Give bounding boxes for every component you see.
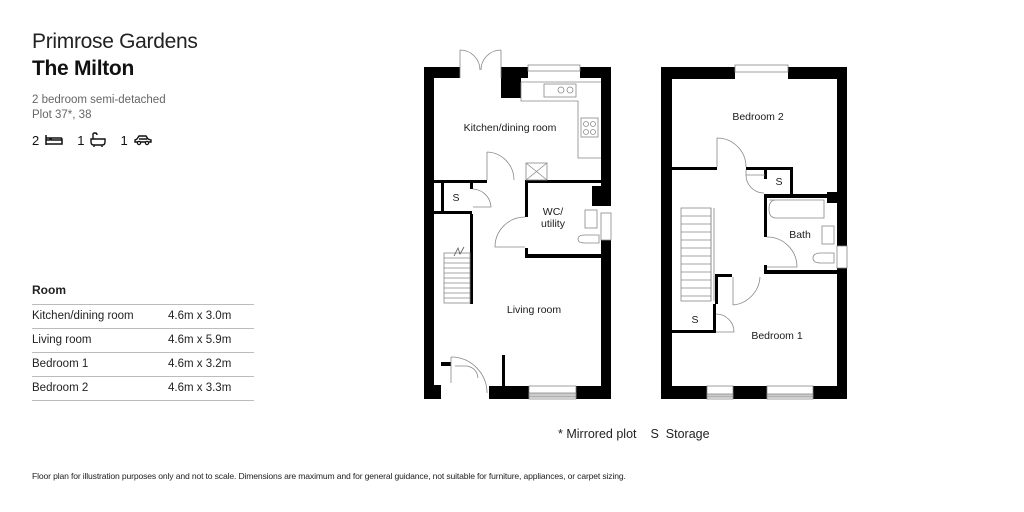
wc-label-line1: WC/ xyxy=(543,206,563,218)
bedroom2-door xyxy=(716,137,747,168)
room-dimensions: 4.6m x 3.0m xyxy=(168,310,232,322)
bathrooms-spec: 1 xyxy=(77,132,107,148)
storage-door-bottom xyxy=(715,313,735,333)
bath-icon xyxy=(90,132,107,148)
worktop xyxy=(520,81,601,159)
lower-storage-label: S xyxy=(691,314,698,326)
front-door xyxy=(450,356,488,394)
storage-door xyxy=(472,188,492,208)
bath-toilet xyxy=(812,252,835,264)
bath-door xyxy=(766,236,798,268)
bath-basin xyxy=(821,225,835,245)
room-name: Kitchen/dining room xyxy=(32,310,134,322)
house-specs: 2 1 1 xyxy=(32,132,166,148)
kitchen-door xyxy=(486,151,515,181)
plan-legend: * Mirrored plot S Storage xyxy=(558,427,724,441)
french-doors xyxy=(459,49,502,78)
kitchen-label: Kitchen/dining room xyxy=(464,122,557,134)
development-name: Primrose Gardens xyxy=(32,30,198,53)
living-room-label: Living room xyxy=(507,304,562,316)
bedroom-count: 2 xyxy=(32,132,40,148)
storage-door-top xyxy=(745,170,765,194)
table-row: Bedroom 1 4.6m x 3.2m xyxy=(32,353,254,377)
table-row: Bedroom 2 4.6m x 3.3m xyxy=(32,377,254,401)
fridge xyxy=(525,162,548,181)
wc-window xyxy=(600,212,612,241)
house-type: 2 bedroom semi-detached xyxy=(32,94,166,106)
kitchen-window xyxy=(527,64,581,72)
room-dimensions: 4.6m x 3.2m xyxy=(168,358,232,370)
bedroom2-label: Bedroom 2 xyxy=(732,111,784,123)
storage-key: S Storage xyxy=(650,427,710,441)
first-floor-fixtures xyxy=(680,64,848,400)
room-dimensions: 4.6m x 3.3m xyxy=(168,382,232,394)
bedroom2-window xyxy=(734,64,789,73)
bedroom1-label: Bedroom 1 xyxy=(751,330,803,342)
ground-floor-partitions xyxy=(434,180,601,304)
parking-count: 1 xyxy=(120,132,128,148)
table-header: Room xyxy=(32,282,254,305)
room-dimensions-table: Room Kitchen/dining room 4.6m x 3.0m Liv… xyxy=(32,282,254,401)
first-floor-walls xyxy=(661,67,847,399)
bathtub xyxy=(768,199,825,219)
mirrored-plot-note: * Mirrored plot xyxy=(558,427,637,441)
ground-floor-plan: Kitchen/dining room S WC/ utility Living… xyxy=(424,49,612,400)
ground-floor-walls xyxy=(424,67,611,399)
room-name: Bedroom 1 xyxy=(32,358,89,370)
hob xyxy=(580,117,599,138)
ground-floor-stairs xyxy=(443,246,471,304)
sink xyxy=(543,83,577,98)
plot-numbers: Plot 37*, 38 xyxy=(32,109,92,121)
wc-label-line2: utility xyxy=(541,218,566,230)
parking-spec: 1 xyxy=(120,132,152,148)
bathroom-count: 1 xyxy=(77,132,85,148)
table-row: Kitchen/dining room 4.6m x 3.0m xyxy=(32,305,254,329)
first-floor-stairs xyxy=(680,207,715,302)
first-floor-partitions xyxy=(672,167,837,333)
bath-window xyxy=(836,245,848,269)
house-name: The Milton xyxy=(32,57,134,80)
disclaimer: Floor plan for illustration purposes onl… xyxy=(32,471,626,481)
ground-storage-label: S xyxy=(452,192,459,204)
car-icon xyxy=(134,134,152,146)
wc-door xyxy=(494,216,526,248)
room-name: Living room xyxy=(32,334,92,346)
table-row: Living room 4.6m x 5.9m xyxy=(32,329,254,353)
ground-floor-fixtures xyxy=(443,49,612,400)
first-floor-plan: Bedroom 2 S Bath S Bedroom 1 xyxy=(661,64,848,400)
room-name: Bedroom 2 xyxy=(32,382,89,394)
bed-icon xyxy=(45,134,63,146)
bath-label: Bath xyxy=(789,229,811,241)
bedroom1-door xyxy=(732,276,761,306)
wc-basin xyxy=(584,209,598,229)
room-dimensions: 4.6m x 5.9m xyxy=(168,334,232,346)
bedrooms-spec: 2 xyxy=(32,133,63,148)
upper-storage-label: S xyxy=(775,176,782,188)
toilet xyxy=(577,234,600,244)
